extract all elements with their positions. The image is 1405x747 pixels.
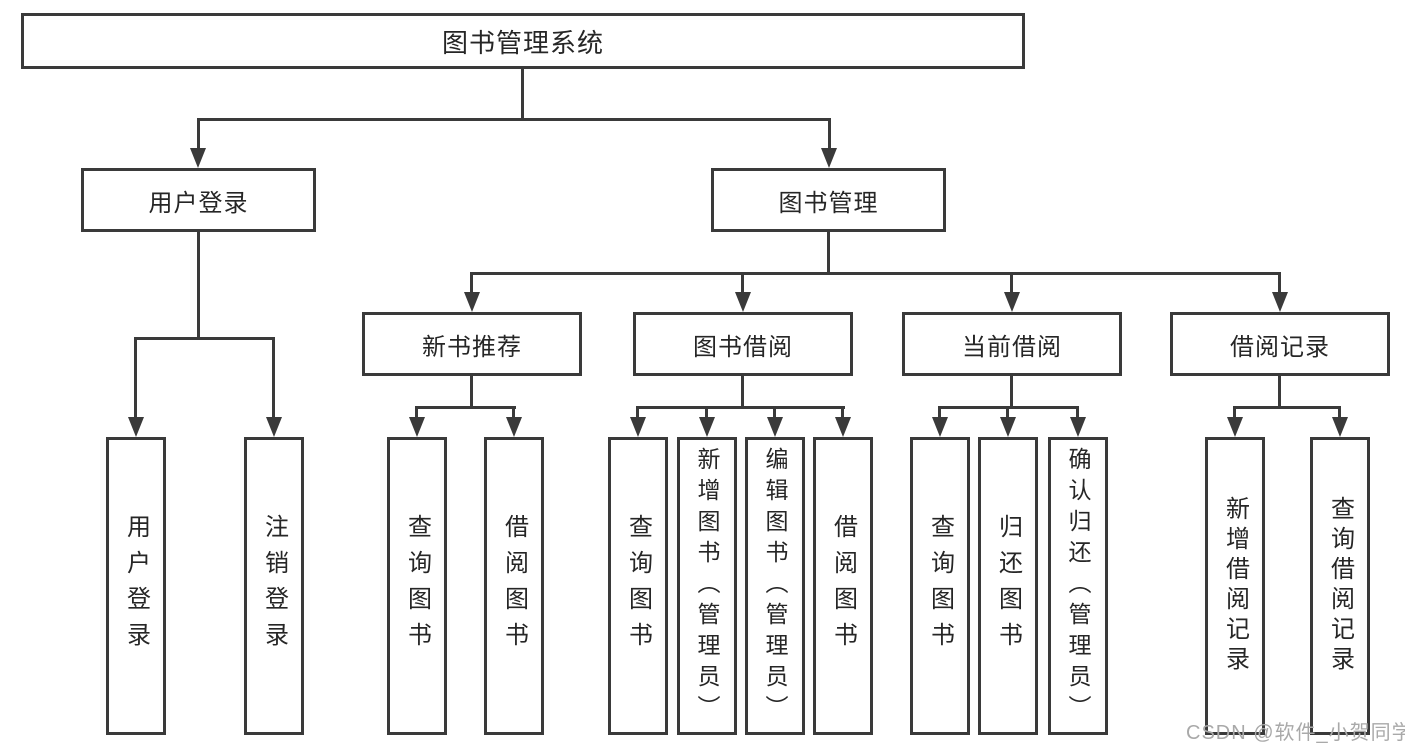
connector-line: [705, 406, 708, 421]
leaf-query-books-3: 查询图书: [910, 437, 970, 735]
connector-line: [415, 406, 516, 409]
node-label: 图书管理系统: [441, 27, 604, 58]
connector-line: [827, 232, 830, 275]
node-new-book-recommendation: 新书推荐: [362, 312, 582, 376]
arrow-down-icon: [1332, 417, 1348, 437]
node-current-borrowing: 当前借阅: [902, 312, 1122, 376]
connector-line: [470, 272, 1281, 275]
arrow-down-icon: [409, 417, 425, 437]
connector-line: [741, 376, 744, 409]
connector-line: [1338, 406, 1341, 421]
node-label: 新增借阅记录: [1221, 496, 1249, 676]
node-label: 查询借阅记录: [1326, 496, 1354, 676]
connector-line: [470, 272, 473, 296]
node-label: 查询图书: [624, 514, 652, 658]
connector-line: [773, 406, 776, 421]
arrow-down-icon: [1004, 292, 1020, 312]
arrow-down-icon: [266, 417, 282, 437]
node-label: 注销登录: [260, 514, 288, 658]
node-borrowing-records: 借阅记录: [1170, 312, 1390, 376]
arrow-down-icon: [128, 417, 144, 437]
watermark: CSDN @软件_小贺同学: [1186, 722, 1405, 744]
node-label: 用户登录: [148, 189, 249, 217]
connector-line: [134, 337, 275, 340]
connector-line: [741, 272, 744, 296]
arrow-down-icon: [1000, 417, 1016, 437]
connector-line: [636, 406, 639, 421]
node-label: 归还图书: [994, 514, 1022, 658]
leaf-return-books: 归还图书: [978, 437, 1038, 735]
leaf-query-books-2: 查询图书: [608, 437, 668, 735]
connector-line: [636, 406, 845, 409]
connector-line: [938, 406, 941, 421]
leaf-borrow-books-2: 借阅图书: [813, 437, 873, 735]
arrow-down-icon: [767, 417, 783, 437]
node-label: 新增图书（管理员）: [694, 446, 720, 726]
arrow-down-icon: [1070, 417, 1086, 437]
node-label: 查询图书: [403, 514, 431, 658]
leaf-logout-login: 注销登录: [244, 437, 304, 735]
arrow-down-icon: [932, 417, 948, 437]
arrow-down-icon: [190, 148, 206, 168]
connector-line: [1010, 272, 1013, 296]
node-label: 借阅记录: [1230, 333, 1330, 361]
arrow-down-icon: [821, 148, 837, 168]
leaf-query-borrow-record: 查询借阅记录: [1310, 437, 1370, 735]
node-label: 图书借阅: [693, 333, 793, 361]
node-label: 借阅图书: [500, 514, 528, 658]
connector-line: [470, 376, 473, 409]
connector-line: [197, 118, 831, 121]
connector-line: [197, 232, 200, 340]
arrow-down-icon: [1272, 292, 1288, 312]
arrow-down-icon: [630, 417, 646, 437]
arrow-down-icon: [1227, 417, 1243, 437]
arrow-down-icon: [835, 417, 851, 437]
connector-line: [1233, 406, 1341, 409]
node-book-management: 图书管理: [711, 168, 946, 232]
connector-line: [1010, 376, 1013, 409]
connector-line: [828, 118, 831, 152]
connector-line: [134, 337, 137, 421]
connector-line: [1006, 406, 1009, 421]
leaf-add-books-admin: 新增图书（管理员）: [677, 437, 737, 735]
leaf-borrow-books: 借阅图书: [484, 437, 544, 735]
connector-line: [512, 406, 515, 421]
node-label: 用户登录: [122, 514, 150, 658]
node-label: 借阅图书: [829, 514, 857, 658]
node-label: 查询图书: [926, 514, 954, 658]
node-book-borrowing: 图书借阅: [633, 312, 853, 376]
connector-line: [1278, 272, 1281, 296]
node-user-login: 用户登录: [81, 168, 316, 232]
arrow-down-icon: [699, 417, 715, 437]
leaf-user-login: 用户登录: [106, 437, 166, 735]
connector-line: [841, 406, 844, 421]
node-label: 图书管理: [778, 189, 879, 217]
node-label: 新书推荐: [422, 333, 522, 361]
arrow-down-icon: [464, 292, 480, 312]
connector-line: [1076, 406, 1079, 421]
node-label: 确认归还（管理员）: [1065, 446, 1091, 726]
connector-line: [415, 406, 418, 421]
arrow-down-icon: [506, 417, 522, 437]
node-label: 编辑图书（管理员）: [762, 446, 788, 726]
connector-line: [1278, 376, 1281, 409]
leaf-confirm-return-admin: 确认归还（管理员）: [1048, 437, 1108, 735]
leaf-query-books: 查询图书: [387, 437, 447, 735]
arrow-down-icon: [735, 292, 751, 312]
node-label: 当前借阅: [962, 333, 1062, 361]
connector-line: [272, 337, 275, 421]
connector-line: [1233, 406, 1236, 421]
leaf-edit-books-admin: 编辑图书（管理员）: [745, 437, 805, 735]
connector-line: [197, 118, 200, 152]
leaf-add-borrow-record: 新增借阅记录: [1205, 437, 1265, 735]
node-library-management-system: 图书管理系统: [21, 13, 1025, 69]
connector-line: [521, 69, 524, 118]
